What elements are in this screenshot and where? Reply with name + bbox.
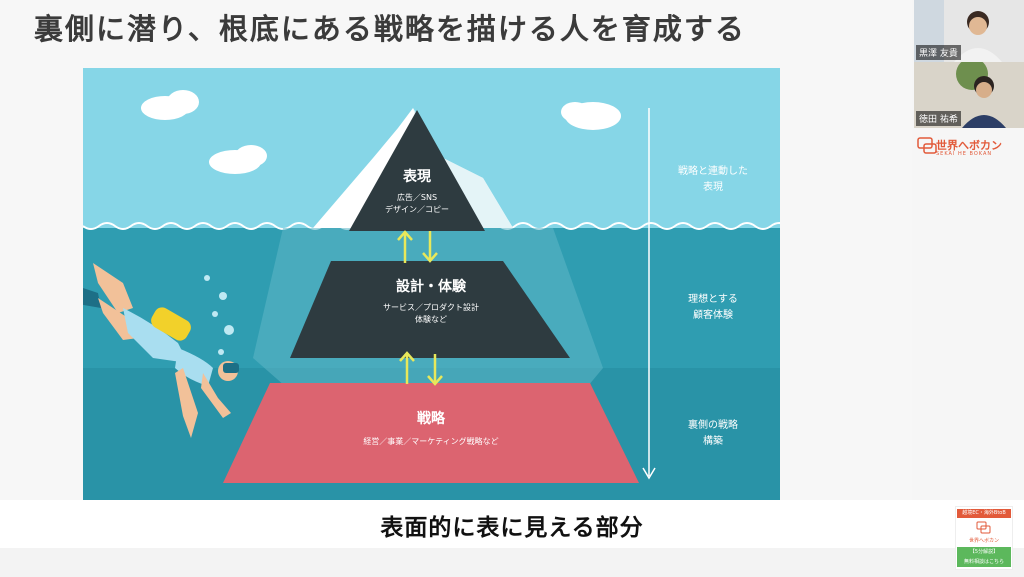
ad-brand: 世界へボカン xyxy=(968,538,999,544)
side-label-bottom: 裏側の戦略 構築 xyxy=(663,418,763,450)
side-label-top-line1: 戦略と連動した xyxy=(678,166,748,177)
ad-cta-line1: 【5分解説】 xyxy=(969,549,999,555)
side-label-middle-line2: 顧客体験 xyxy=(693,310,733,321)
tier-middle-subtitle-2: 体験など xyxy=(415,315,447,324)
arrows-upper xyxy=(397,230,438,263)
iceberg-illustration: 表現 広告／SNS デザイン／コピー 設計・体験 サービス／プロダクト設計 体験… xyxy=(83,68,780,501)
tier-middle-title: 設計・体験 xyxy=(396,279,466,295)
clouds xyxy=(141,90,621,174)
participant-1-name: 黒澤 友貴 xyxy=(916,45,961,60)
tier-middle-text: 設計・体験 サービス／プロダクト設計 体験など xyxy=(341,276,521,326)
ad-banner[interactable]: 越境EC・海外BtoB 世界へボカン 【5分解説】 無料相談はこちら xyxy=(955,506,1013,570)
tier-top-title: 表現 xyxy=(403,169,431,185)
pyramid-middle xyxy=(290,261,570,358)
side-label-bottom-line1: 裏側の戦略 xyxy=(688,420,738,431)
brand-tagline: SEKAI HE BOKAN xyxy=(936,151,993,157)
presentation-slide: 裏側に潜り、根底にある戦略を描ける人を育成する xyxy=(34,12,780,501)
tier-bottom-title: 戦略 xyxy=(417,411,445,427)
tier-middle-subtitle-1: サービス／プロダクト設計 xyxy=(383,303,479,312)
side-label-middle: 理想とする 顧客体験 xyxy=(663,292,763,324)
tier-top-subtitle-1: 広告／SNS xyxy=(396,193,438,202)
side-label-top: 戦略と連動した 表現 xyxy=(663,164,763,196)
tier-top-text: 表現 広告／SNS デザイン／コピー xyxy=(369,166,465,216)
brand-logo-icon xyxy=(917,137,937,154)
pyramid-bottom xyxy=(223,383,639,483)
participant-1-video xyxy=(914,0,1024,62)
participant-2-name: 徳田 祐希 xyxy=(916,111,961,126)
video-tile-1[interactable]: 黒澤 友貴 xyxy=(914,0,1024,62)
tier-bottom-text: 戦略 経営／事業／マーケティング戦略など xyxy=(301,408,561,448)
bubbles xyxy=(204,275,234,355)
ad-logo-icon xyxy=(976,521,991,534)
brand-name: 世界へボカン xyxy=(936,139,1002,152)
ad-cta[interactable]: 【5分解説】 無料相談はこちら xyxy=(957,547,1011,567)
pyramid-top xyxy=(349,110,485,231)
caption-text: 表面的に表に見える部分 xyxy=(380,515,644,541)
ad-cta-line2: 無料相談はこちら xyxy=(963,559,1004,565)
side-label-top-line2: 表現 xyxy=(703,182,723,193)
bottom-strip xyxy=(0,548,1024,577)
side-label-middle-line1: 理想とする xyxy=(688,294,738,305)
tier-bottom-subtitle-1: 経営／事業／マーケティング戦略など xyxy=(363,437,499,446)
arrows-lower xyxy=(399,351,443,386)
caption-bar xyxy=(0,500,1024,548)
depth-arrow xyxy=(642,108,656,480)
video-tile-2[interactable]: 徳田 祐希 xyxy=(914,62,1024,128)
diver xyxy=(83,263,239,438)
slide-title: 裏側に潜り、根底にある戦略を描ける人を育成する xyxy=(34,12,746,46)
side-label-bottom-line2: 構築 xyxy=(703,436,723,447)
ad-top-label: 越境EC・海外BtoB xyxy=(957,509,1011,518)
tier-top-subtitle-2: デザイン／コピー xyxy=(385,205,449,214)
iceberg-diagram xyxy=(83,68,780,501)
